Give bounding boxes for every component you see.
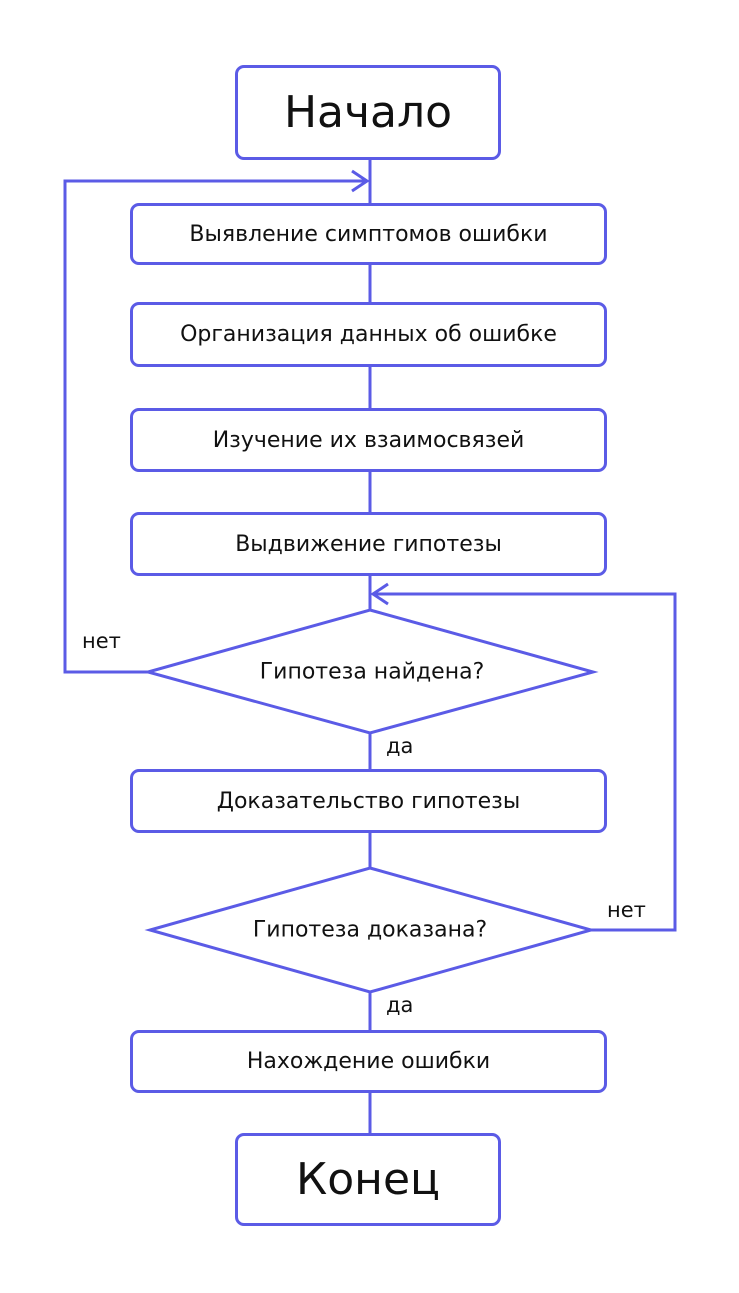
decision-2-no-label: нет — [607, 898, 646, 922]
decision-2-shape — [144, 866, 597, 994]
arrowhead-loop2 — [370, 582, 389, 606]
step-study-relations: Изучение их взаимосвязей — [130, 408, 607, 472]
decision-2-yes-label: да — [386, 993, 414, 1017]
arrowhead-loop1 — [351, 169, 370, 193]
decision-1-shape — [142, 608, 599, 735]
step-propose-hypothesis: Выдвижение гипотезы — [130, 512, 607, 576]
step-detect-symptoms: Выявление симптомов ошибки — [130, 203, 607, 265]
start-node: Начало — [235, 65, 501, 160]
step-prove-hypothesis: Доказательство гипотезы — [130, 769, 607, 833]
decision-2-text: Гипотеза доказана? — [252, 917, 488, 943]
step-organize-data: Организация данных об ошибке — [130, 302, 607, 367]
loop-no-decision1 — [63, 179, 367, 674]
loop-no-decision2 — [373, 592, 677, 932]
step-find-error: Нахождение ошибки — [130, 1030, 607, 1093]
decision-1-text: Гипотеза найдена? — [259, 659, 485, 685]
decision-1-no-label: нет — [82, 629, 121, 653]
decision-1-yes-label: да — [386, 734, 414, 758]
end-node: Конец — [235, 1133, 501, 1226]
